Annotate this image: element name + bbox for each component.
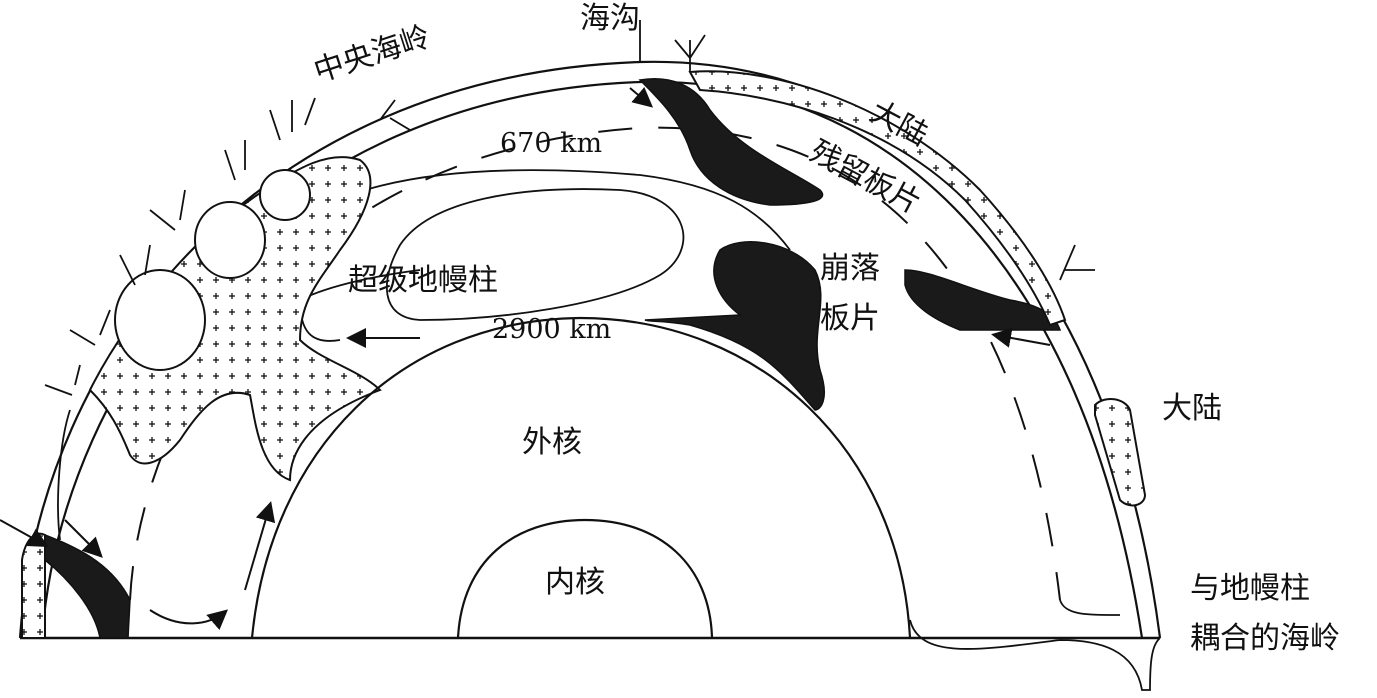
label-outer-core: 外核 xyxy=(522,425,582,460)
label-superplume: 超级地幔柱 xyxy=(348,263,498,298)
upper-mantle-curve xyxy=(349,169,791,251)
ridge-crest-marks xyxy=(44,20,1095,396)
label-trench: 海沟 xyxy=(580,1,640,36)
flow-arrows xyxy=(0,87,1051,631)
label-collapsed-slab-1: 崩落 xyxy=(820,251,880,286)
continent-right xyxy=(1094,398,1147,507)
superplume xyxy=(88,156,382,482)
label-continent-right: 大陆 xyxy=(1162,391,1222,426)
label-depth-2900: 2900 km xyxy=(492,314,611,345)
label-coupled-ridge-1: 与地幔柱 xyxy=(1190,571,1310,606)
slabs xyxy=(638,78,1062,411)
label-collapsed-slab-2: 板片 xyxy=(820,301,880,336)
label-inner-core: 内核 xyxy=(545,565,605,600)
label-depth-670: 670 km xyxy=(500,128,602,159)
label-coupled-ridge-2: 耦合的海岭 xyxy=(1190,621,1340,656)
coupled-ridge xyxy=(909,619,1161,691)
continent-top xyxy=(688,70,1067,327)
convection-cell xyxy=(386,188,685,321)
outer-core xyxy=(250,316,912,639)
label-mid-ocean-ridge: 中央海岭 xyxy=(310,19,435,89)
inner-core xyxy=(456,518,714,639)
